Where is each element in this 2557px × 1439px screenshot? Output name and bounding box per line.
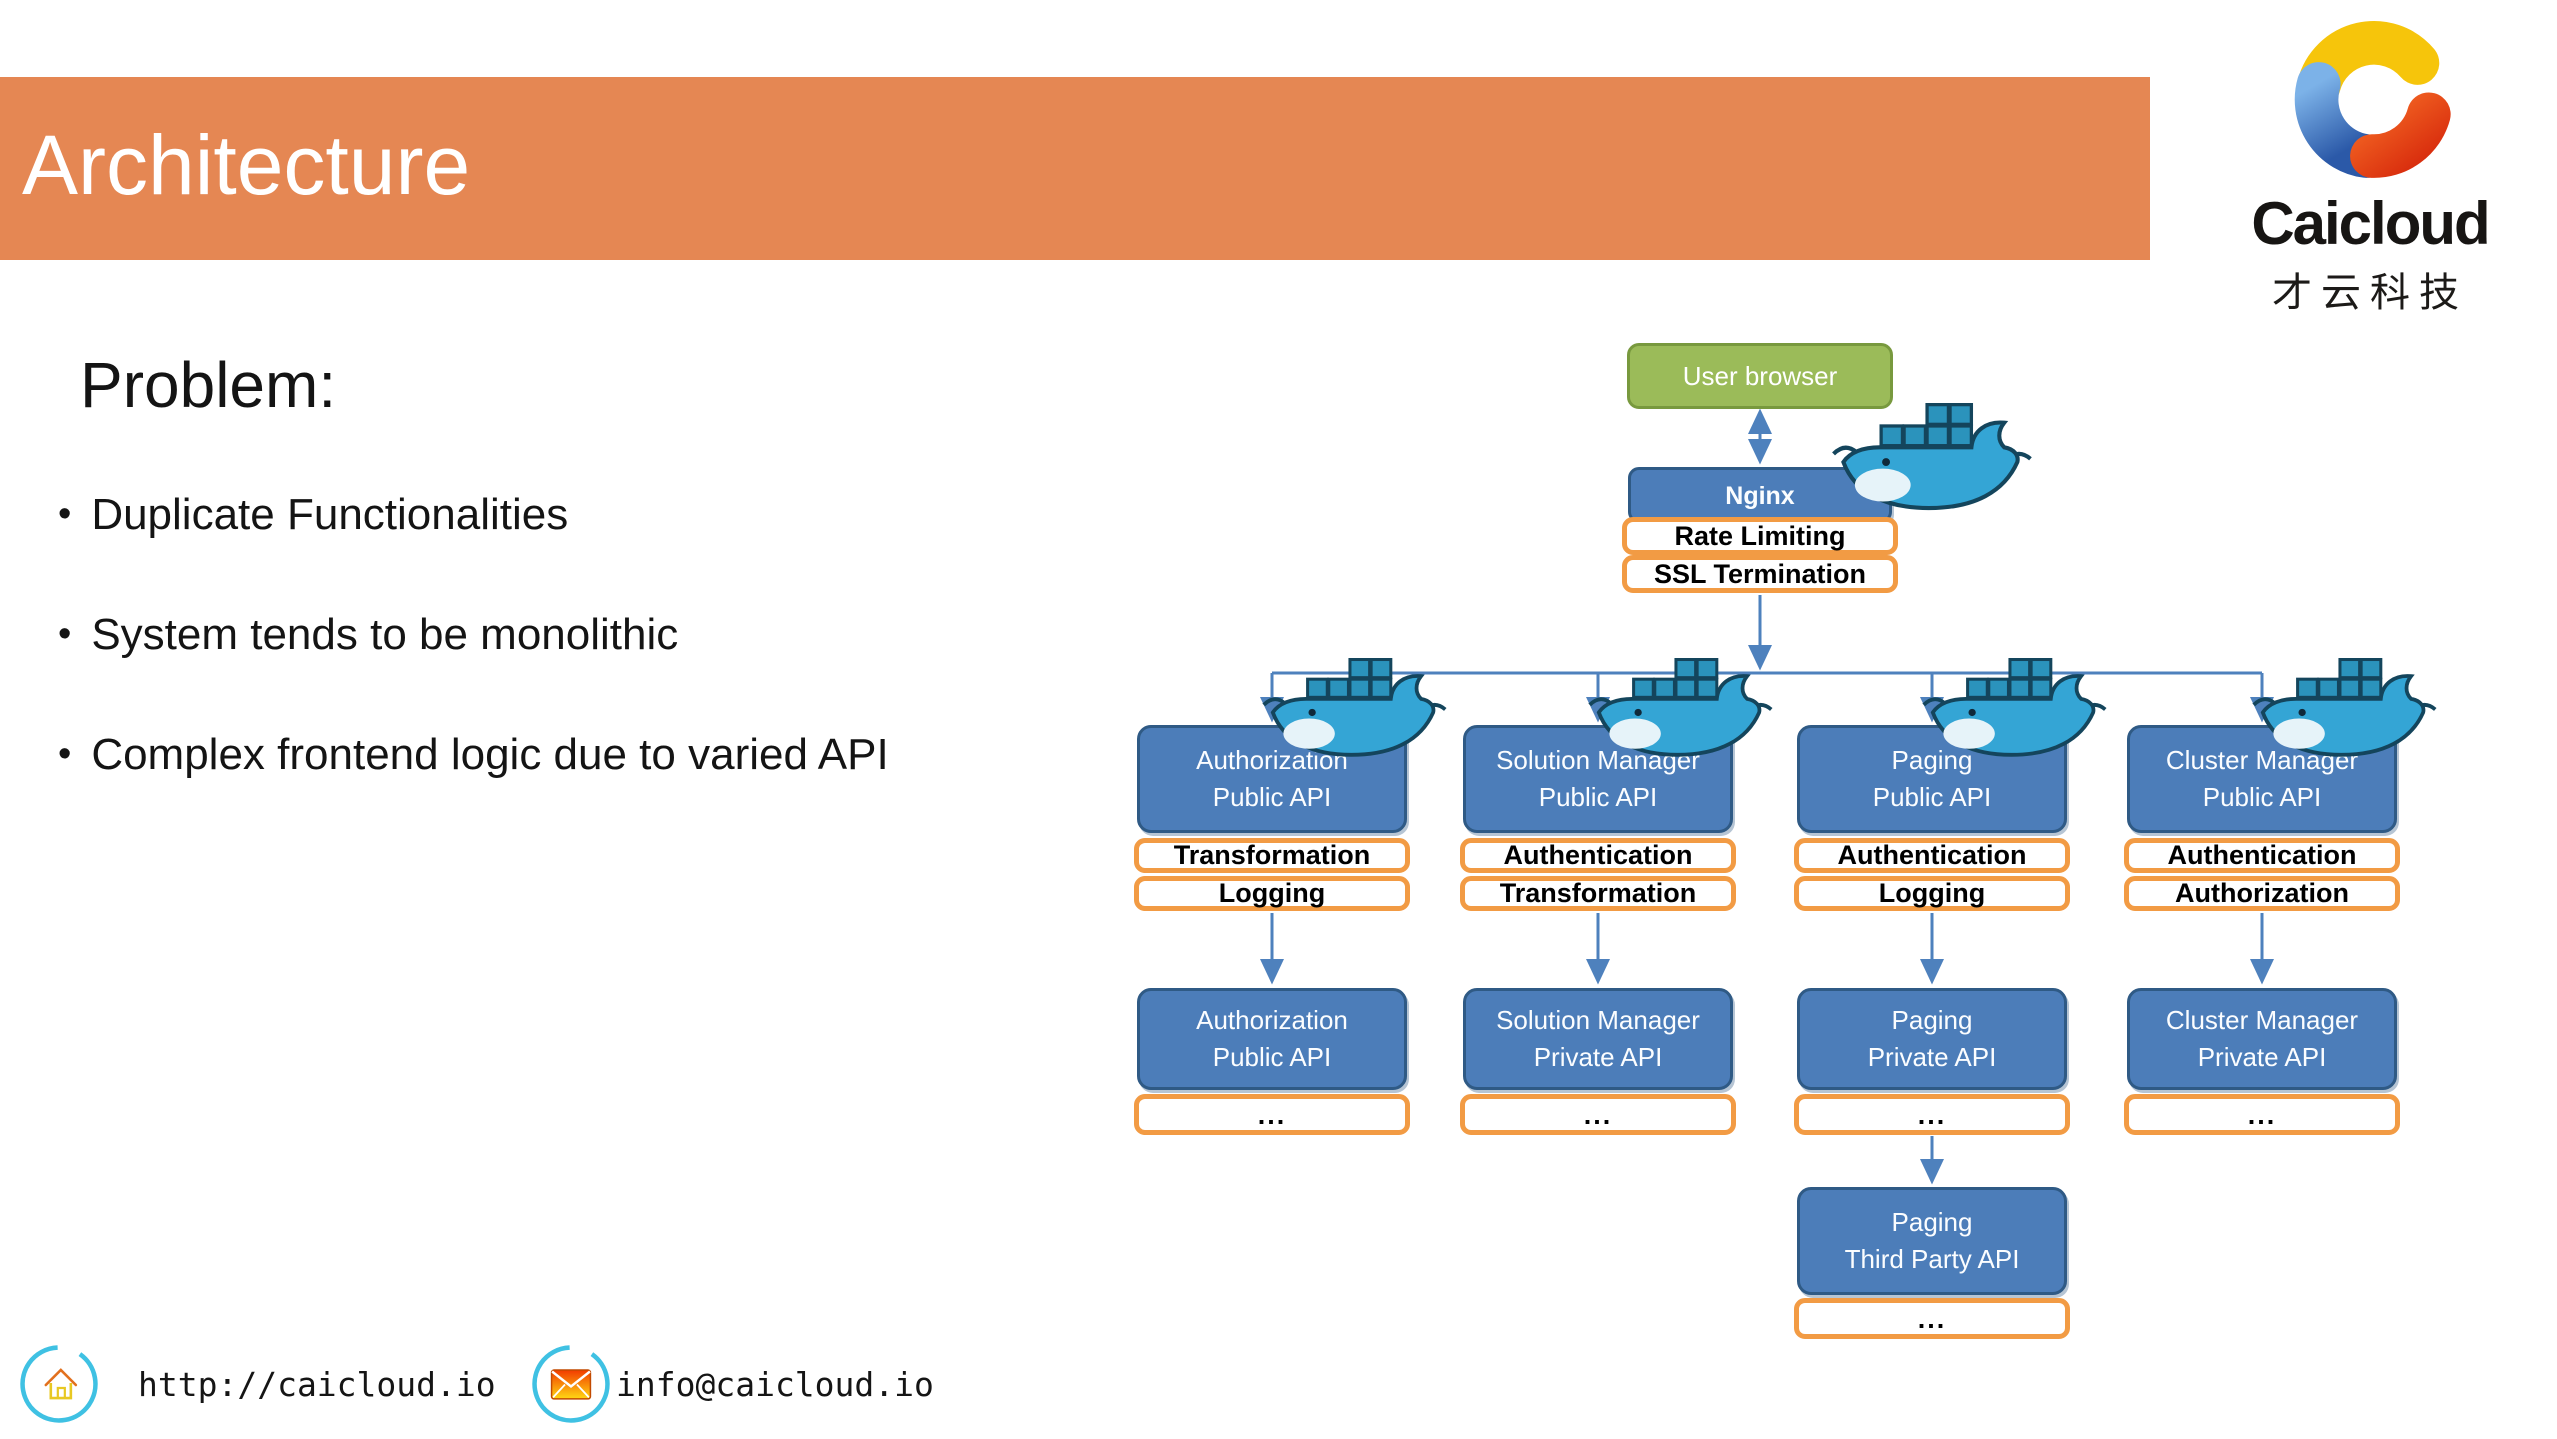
feature-ellipsis: ... [1794,1298,2070,1339]
feature-label: Transformation [1499,878,1697,908]
node-solution-manager-private-api: Solution Manager Private API [1463,988,1733,1090]
feature-ssl-termination: SSL Termination [1622,555,1898,593]
node-label-line2: Private API [1533,1042,1663,1072]
feature-label: Authentication [1503,840,1693,870]
feature-ellipsis: ... [1134,1094,1410,1135]
feature-label: Authentication [1837,840,2027,870]
problem-heading: Problem: [80,349,337,421]
node-label-line2: Third Party API [1844,1244,2020,1274]
node-label-line1: Cluster Manager [2165,1005,2359,1035]
title-banner: Architecture [0,77,2150,260]
home-icon [20,1345,98,1423]
email-icon [532,1345,610,1423]
node-paging-private-api: Paging Private API [1797,988,2067,1090]
feature-label: Authorization [2175,878,2349,908]
feature-label: ... [1917,1099,1947,1130]
footer-email: info@caicloud.io [530,1343,934,1425]
feature-label: ... [2247,1099,2277,1130]
feature-label: ... [1257,1099,1287,1130]
node-label-line2: Private API [2197,1042,2327,1072]
node-label-line1: Paging [1891,1207,1973,1237]
node-authorization-public-api: Authorization Public API [1137,725,1407,833]
node-label-line1: Authorization [1196,1005,1348,1035]
feature-label: Authentication [2167,840,2357,870]
bullet-item: Complex frontend logic due to varied API [58,730,888,780]
node-user-browser: User browser [1627,343,1893,409]
brand-name-chinese: 才云科技 [2272,271,2468,315]
footer-website: http://caicloud.io [18,1343,496,1425]
node-label-line2: Public API [2202,782,2322,812]
node-label-line1: Solution Manager [1496,1005,1700,1035]
feature-label: ... [1583,1099,1613,1130]
node-label: User browser [1682,360,1838,391]
feature-logging: Logging [1794,876,2070,911]
page-title: Architecture [22,118,471,212]
feature-label: Rate Limiting [1674,520,1846,551]
feature-authentication: Authentication [1794,838,2070,873]
node-label-line2: Public API [1212,782,1332,812]
caicloud-logo-icon [2294,21,2451,178]
brand-name: Caicloud [2251,190,2490,257]
node-nginx: Nginx [1628,467,1892,523]
node-cluster-manager-public-api: Cluster Manager Public API [2127,725,2397,833]
node-label-line2: Private API [1867,1042,1997,1072]
node-paging-public-api: Paging Public API [1797,725,2067,833]
feature-label: Logging [1878,878,1986,908]
feature-label: ... [1917,1303,1947,1334]
node-label-line1: Paging [1891,1005,1973,1035]
feature-ellipsis: ... [1794,1094,2070,1135]
node-label-line1: Paging [1891,745,1973,775]
feature-label: Transformation [1173,840,1371,870]
node-label-line2: Public API [1872,782,1992,812]
feature-transformation: Transformation [1460,876,1736,911]
node-authorization-private: Authorization Public API [1137,988,1407,1090]
feature-rate-limiting: Rate Limiting [1622,517,1898,555]
feature-authorization: Authorization [2124,876,2400,911]
bullet-item: System tends to be monolithic [58,610,678,660]
email-address[interactable]: info@caicloud.io [616,1364,934,1404]
feature-authentication: Authentication [2124,838,2400,873]
node-solution-manager-public-api: Solution Manager Public API [1463,725,1733,833]
feature-label: Logging [1218,878,1326,908]
feature-transformation: Transformation [1134,838,1410,873]
bullet-item: Duplicate Functionalities [58,490,568,540]
node-label: Nginx [1725,482,1795,510]
feature-label: SSL Termination [1653,558,1867,589]
feature-authentication: Authentication [1460,838,1736,873]
node-label-line1: Solution Manager [1496,745,1700,775]
website-url[interactable]: http://caicloud.io [138,1364,496,1404]
node-cluster-manager-private-api: Cluster Manager Private API [2127,988,2397,1090]
node-paging-third-party-api: Paging Third Party API [1797,1187,2067,1295]
feature-logging: Logging [1134,876,1410,911]
node-label-line1: Cluster Manager [2165,745,2359,775]
feature-ellipsis: ... [1460,1094,1736,1135]
node-label-line2: Public API [1212,1042,1332,1072]
node-label-line1: Authorization [1196,745,1348,775]
feature-ellipsis: ... [2124,1094,2400,1135]
node-label-line2: Public API [1538,782,1658,812]
caicloud-logo: Caicloud 才云科技 [2190,8,2550,318]
